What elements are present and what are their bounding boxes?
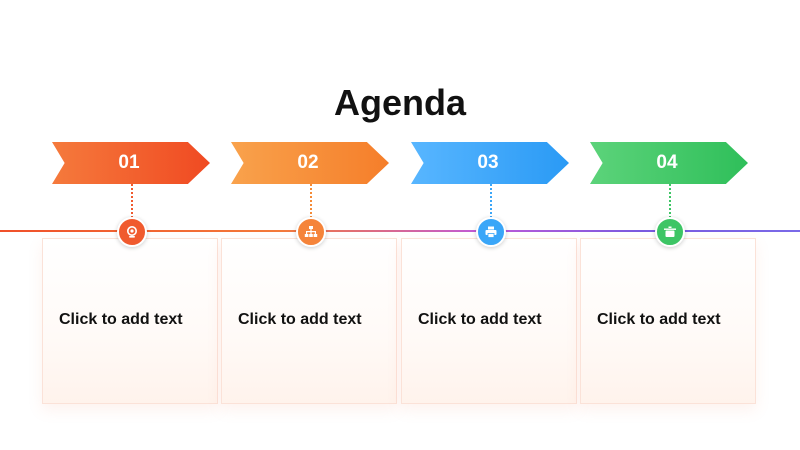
hierarchy-icon [296, 217, 326, 247]
step-1-arrow-banner[interactable]: 01 [52, 142, 210, 184]
webcam-icon [117, 217, 147, 247]
printer-icon [476, 217, 506, 247]
step-3-text[interactable]: Click to add text [418, 311, 542, 328]
step-4-text[interactable]: Click to add text [597, 311, 721, 328]
step-4-number: 04 [656, 152, 678, 173]
step-2-arrow-banner[interactable]: 02 [231, 142, 389, 184]
step-3-connector [490, 184, 492, 218]
step-3-card[interactable]: Click to add text [401, 238, 577, 404]
agenda-step-2: 02 Click to add text [221, 0, 401, 450]
step-2-text[interactable]: Click to add text [238, 311, 362, 328]
step-4-card[interactable]: Click to add text [580, 238, 756, 404]
step-1-card[interactable]: Click to add text [42, 238, 218, 404]
step-4-arrow-banner[interactable]: 04 [590, 142, 748, 184]
step-2-connector [310, 184, 312, 218]
step-4-connector [669, 184, 671, 218]
step-2-card[interactable]: Click to add text [221, 238, 397, 404]
agenda-step-4: 04 Click to add text [580, 0, 760, 450]
agenda-step-1: 01 Click to add text [42, 0, 222, 450]
step-2-number: 02 [297, 152, 319, 173]
step-1-text[interactable]: Click to add text [59, 311, 183, 328]
step-3-number: 03 [477, 152, 499, 173]
pot-icon [655, 217, 685, 247]
step-3-arrow-banner[interactable]: 03 [411, 142, 569, 184]
slide-title[interactable]: Agenda [333, 82, 466, 123]
step-1-number: 01 [118, 152, 140, 173]
timeline-line [0, 230, 800, 232]
step-1-connector [131, 184, 133, 218]
agenda-step-3: 03 Click to add text [401, 0, 581, 450]
